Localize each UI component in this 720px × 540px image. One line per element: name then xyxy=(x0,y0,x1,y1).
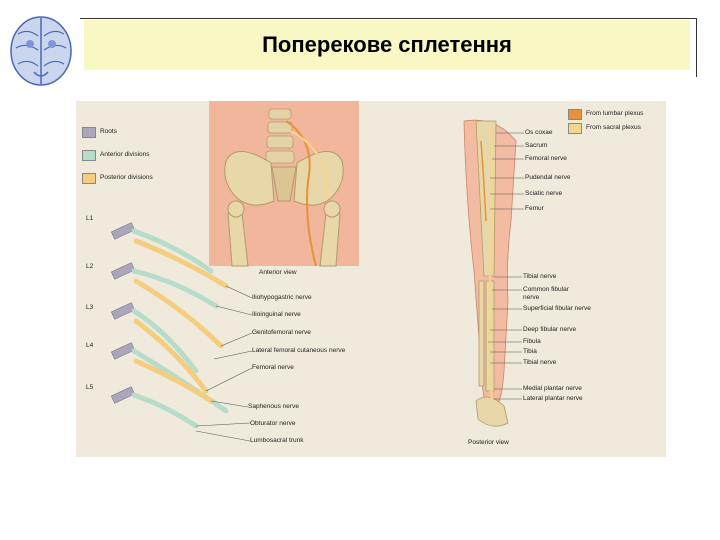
brain-logo-icon xyxy=(8,14,74,88)
legend-swatch-roots xyxy=(82,127,96,138)
plexus-label-genitofemoral: Genitofemoral nerve xyxy=(252,329,311,336)
posterior-view-label: Posterior view xyxy=(468,439,509,446)
legend-posterior-label: Posterior divisions xyxy=(100,174,153,181)
root-label-l3: L3 xyxy=(86,304,93,311)
leg-label-femur: Femur xyxy=(525,205,544,212)
leg-label-common-fibular-nerve: Common fibular nerve xyxy=(523,286,583,302)
legend-swatch-posterior xyxy=(82,173,96,184)
legend-lumbar-label: From lumbar plexus xyxy=(586,110,643,117)
leg-label-tibia: Tibia xyxy=(523,348,537,355)
leg-label-sacrum: Sacrum xyxy=(525,142,547,149)
legend-swatch-anterior xyxy=(82,150,96,161)
plexus-label-iliohypogastric: Iliohypogastric nerve xyxy=(252,294,312,301)
root-label-l4: L4 xyxy=(86,342,93,349)
leg-label-pudendal-nerve: Pudendal nerve xyxy=(525,174,571,181)
root-label-l2: L2 xyxy=(86,263,93,270)
leg-label-tibial-nerve-lower: Tibial nerve xyxy=(523,359,556,366)
leg-label-superficial-fibular-nerve: Superficial fibular nerve xyxy=(523,305,593,313)
lumbar-plexus-figure: Roots Anterior divisions Posterior divis… xyxy=(76,101,666,457)
root-label-l5: L5 xyxy=(86,384,93,391)
plexus-label-saphenous: Saphenous nerve xyxy=(248,403,299,410)
root-label-l1: L1 xyxy=(86,215,93,222)
anterior-view-label: Anterior view xyxy=(259,269,297,276)
legend-swatch-sacral xyxy=(568,123,582,134)
legend-roots-label: Roots xyxy=(100,128,117,135)
plexus-label-ilioinguinal: Ilioinguinal nerve xyxy=(252,311,301,318)
leg-label-femoral-nerve: Femoral nerve xyxy=(525,155,567,162)
plexus-label-obturator: Obturator nerve xyxy=(250,420,296,427)
anatomy-illustration xyxy=(76,101,666,457)
slide-title: Поперекове сплетення xyxy=(84,20,690,70)
plexus-label-lumbosacral-trunk: Lumbosacral trunk xyxy=(250,437,303,444)
leg-label-deep-fibular-nerve: Deep fibular nerve xyxy=(523,326,576,333)
leg-label-fibula: Fibula xyxy=(523,338,541,345)
legend-sacral-label: From sacral plexus xyxy=(586,124,641,131)
plexus-label-lateral-femoral-cutaneous: Lateral femoral cutaneous nerve xyxy=(252,347,345,354)
plexus-label-femoral: Femoral nerve xyxy=(252,364,294,371)
legend-anterior-label: Anterior divisions xyxy=(100,151,150,158)
leg-label-sciatic-nerve: Sciatic nerve xyxy=(525,190,562,197)
leg-label-lateral-plantar-nerve: Lateral plantar nerve xyxy=(523,395,583,402)
legend-swatch-lumbar xyxy=(568,109,582,120)
leg-label-tibial-nerve: Tibial nerve xyxy=(523,273,556,280)
leg-label-os-coxae: Os coxae xyxy=(525,129,552,136)
leg-label-medial-plantar-nerve: Medial plantar nerve xyxy=(523,385,582,392)
